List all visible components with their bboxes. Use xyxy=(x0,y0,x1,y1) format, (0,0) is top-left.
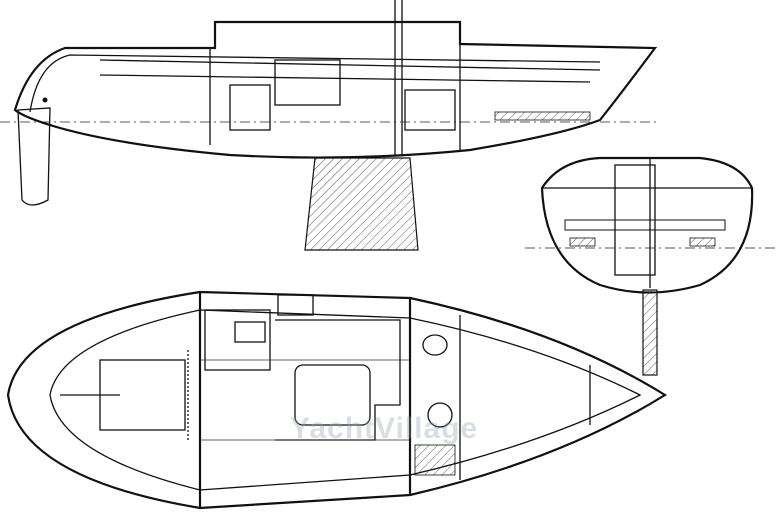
side-profile xyxy=(0,0,660,251)
keel-fin xyxy=(642,289,658,376)
cross-section xyxy=(525,156,779,376)
rudder xyxy=(17,107,51,206)
watermark: YachtVillage xyxy=(290,412,479,445)
plan-view xyxy=(6,290,668,510)
keel xyxy=(304,157,419,251)
